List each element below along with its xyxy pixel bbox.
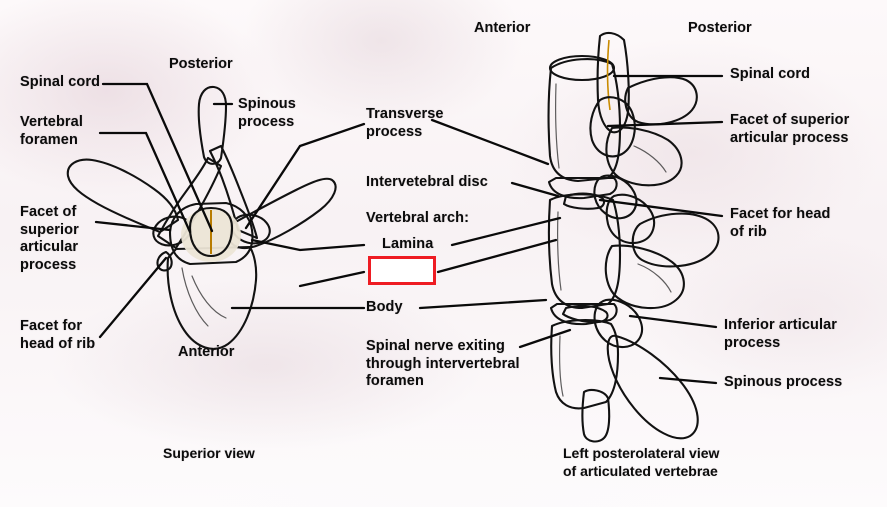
leader-body-right-fig xyxy=(418,298,548,310)
caption-superior-view: Superior view xyxy=(163,445,255,461)
label-facet-head-of-rib-right: Facet for head of rib xyxy=(730,206,831,240)
vertebra-superior-view xyxy=(66,85,337,350)
leader-lamina-right-fig xyxy=(450,216,562,247)
label-spinal-cord-right: Spinal cord xyxy=(730,66,811,82)
label-facet-superior-articular-process-left: Facet of superior articular process xyxy=(20,204,79,274)
spinal-nerve-middle xyxy=(561,304,609,324)
orientation-anterior-right: Anterior xyxy=(474,20,531,36)
redacted-label-box xyxy=(368,256,436,285)
orientation-posterior-left: Posterior xyxy=(169,56,233,72)
spinal-cord-lower xyxy=(581,388,611,443)
leader-inferior-articular xyxy=(628,314,718,329)
caption-posterolateral-view: Left posterolateral view of articulated … xyxy=(563,445,720,480)
lamina-middle xyxy=(604,244,685,310)
leader-spinal-nerve xyxy=(518,328,572,349)
leader-spinous-process-right xyxy=(658,376,718,385)
leader-transverse-process-left-fig xyxy=(244,122,366,230)
label-facet-superior-articular-process-right: Facet of superior articular process xyxy=(730,112,850,146)
label-spinal-nerve-exiting: Spinal nerve exiting through interverteb… xyxy=(366,338,520,390)
label-body: Body xyxy=(366,299,403,315)
vertebrae-articulated xyxy=(547,31,720,443)
label-spinous-process-left: Spinous process xyxy=(238,96,296,130)
lamina-upper xyxy=(605,126,683,187)
label-lamina: Lamina xyxy=(382,236,434,252)
transverse-process-middle xyxy=(631,212,720,268)
leader-lines xyxy=(94,74,724,385)
spinal-cord-upper xyxy=(596,31,630,134)
transverse-process-upper xyxy=(624,76,698,126)
vertebral-body-lower xyxy=(550,319,620,410)
label-inferior-articular-process: Inferior articular process xyxy=(724,317,837,351)
leader-lamina-left-fig xyxy=(250,238,366,252)
spinous-process-lower xyxy=(606,334,699,440)
label-facet-head-of-rib-left: Facet for head of rib xyxy=(20,318,96,352)
leader-facet-head-rib-right xyxy=(598,198,724,218)
leader-redaction-left-fig xyxy=(298,270,366,288)
leader-facet-superior-right xyxy=(606,120,724,128)
label-transverse-process: Transverse process xyxy=(366,106,444,140)
label-vertebral-arch: Vertebral arch: xyxy=(366,210,470,226)
leader-facet-superior-left xyxy=(94,220,172,232)
orientation-anterior-left: Anterior xyxy=(178,344,235,360)
label-vertebral-foramen: Vertebral foramen xyxy=(20,114,83,148)
leader-pedicle-right-fig xyxy=(436,238,558,274)
intervertebral-disc-2 xyxy=(549,302,618,326)
superior-articular-middle xyxy=(605,193,656,244)
leader-spinal-cord-left xyxy=(101,82,214,233)
label-spinous-process-right: Spinous process xyxy=(724,374,843,390)
vertebral-body-middle xyxy=(547,193,622,310)
leader-vertebral-foramen xyxy=(98,131,192,234)
leader-intervertebral-disc xyxy=(510,181,560,198)
spinal-cord-superior xyxy=(188,206,234,258)
facet-head-rib-superior xyxy=(156,250,173,272)
inferior-articular-middle xyxy=(593,298,644,349)
orientation-posterior-right: Posterior xyxy=(688,20,752,36)
leader-facet-head-rib-left xyxy=(98,256,168,339)
label-spinal-cord-left: Spinal cord xyxy=(20,74,101,90)
intervertebral-disc-1 xyxy=(547,176,618,200)
label-intervertebral-disc: Intervetebral disc xyxy=(366,174,488,190)
leader-transverse-process-right-fig xyxy=(430,118,550,166)
